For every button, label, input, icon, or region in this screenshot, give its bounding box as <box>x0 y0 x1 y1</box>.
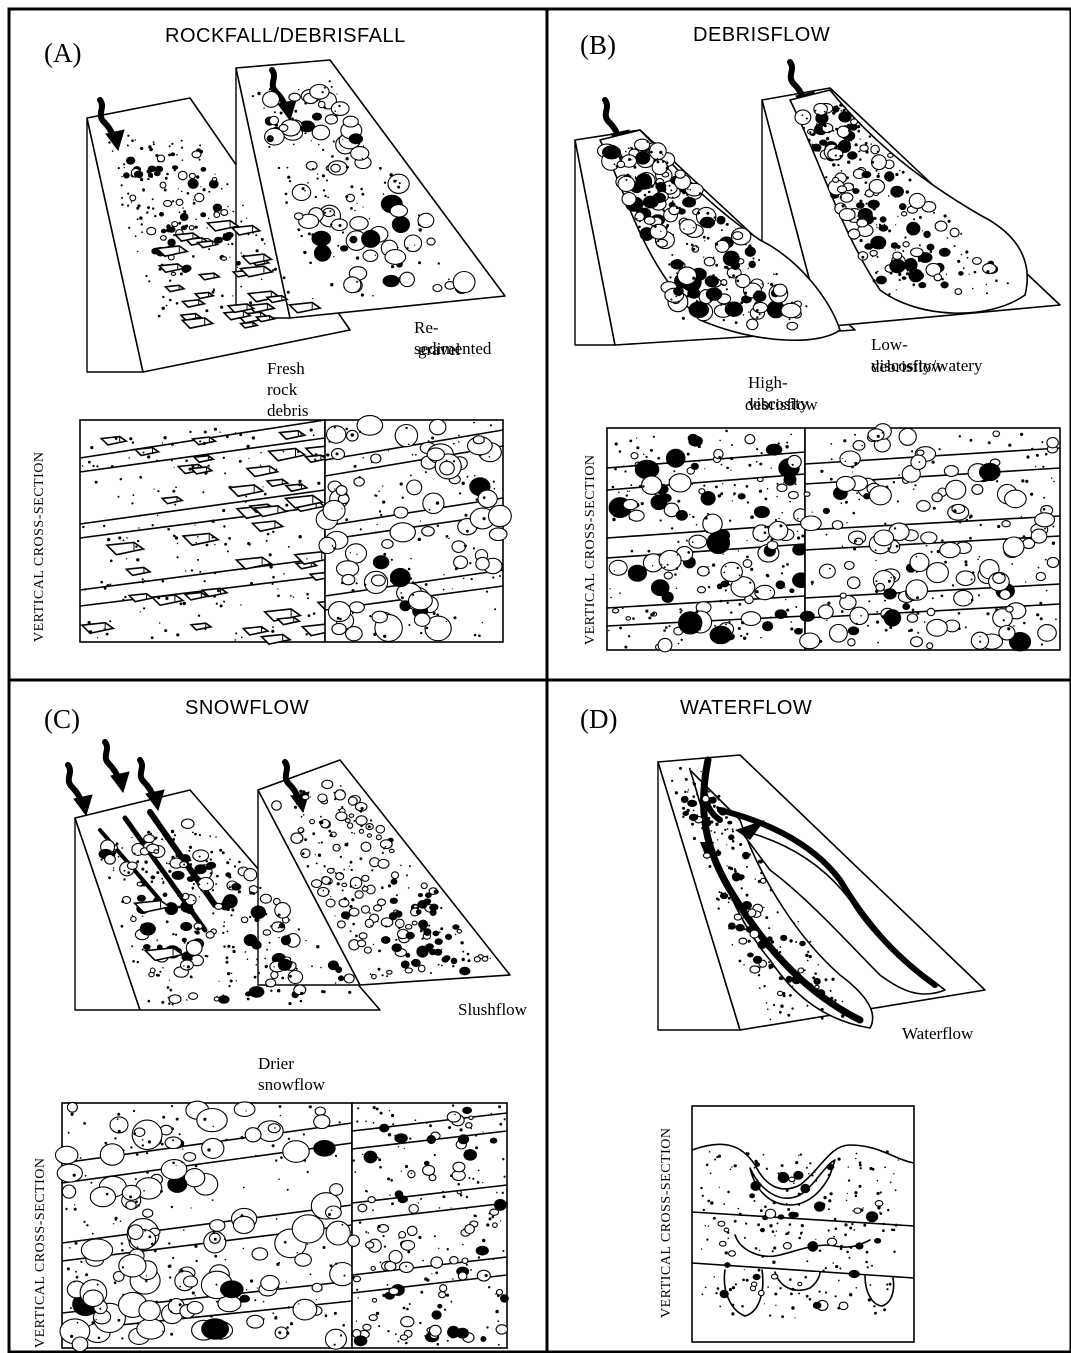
section-waterflow <box>692 1106 914 1342</box>
caption-waterflow: Waterflow <box>902 1023 973 1044</box>
section-label: VERTICAL CROSS-SECTION <box>659 1128 675 1318</box>
